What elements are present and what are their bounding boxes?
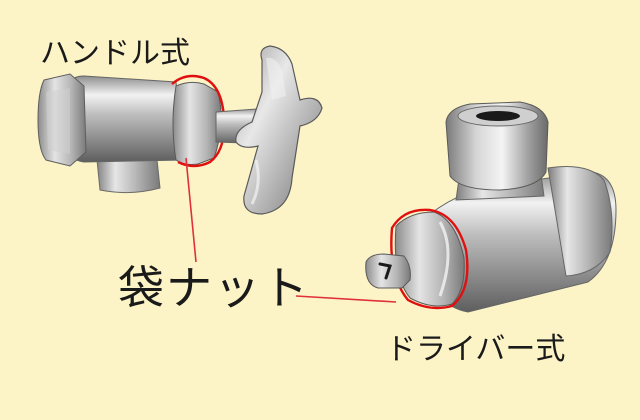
handle-type-label: ハンドル式: [40, 36, 190, 71]
handle-leader-line: [185, 157, 197, 263]
screwdriver-slot-icon: [378, 262, 392, 280]
driver-cap-nut-highlight: [390, 208, 469, 310]
cap-nut-label: 袋ナット: [118, 261, 310, 315]
driver-type-label: ドライバー式: [386, 332, 566, 367]
handle-type-faucet-valve-icon: [37, 45, 323, 215]
driver-type-faucet-valve-icon: [365, 101, 617, 313]
driver-leader-line: [295, 295, 397, 303]
